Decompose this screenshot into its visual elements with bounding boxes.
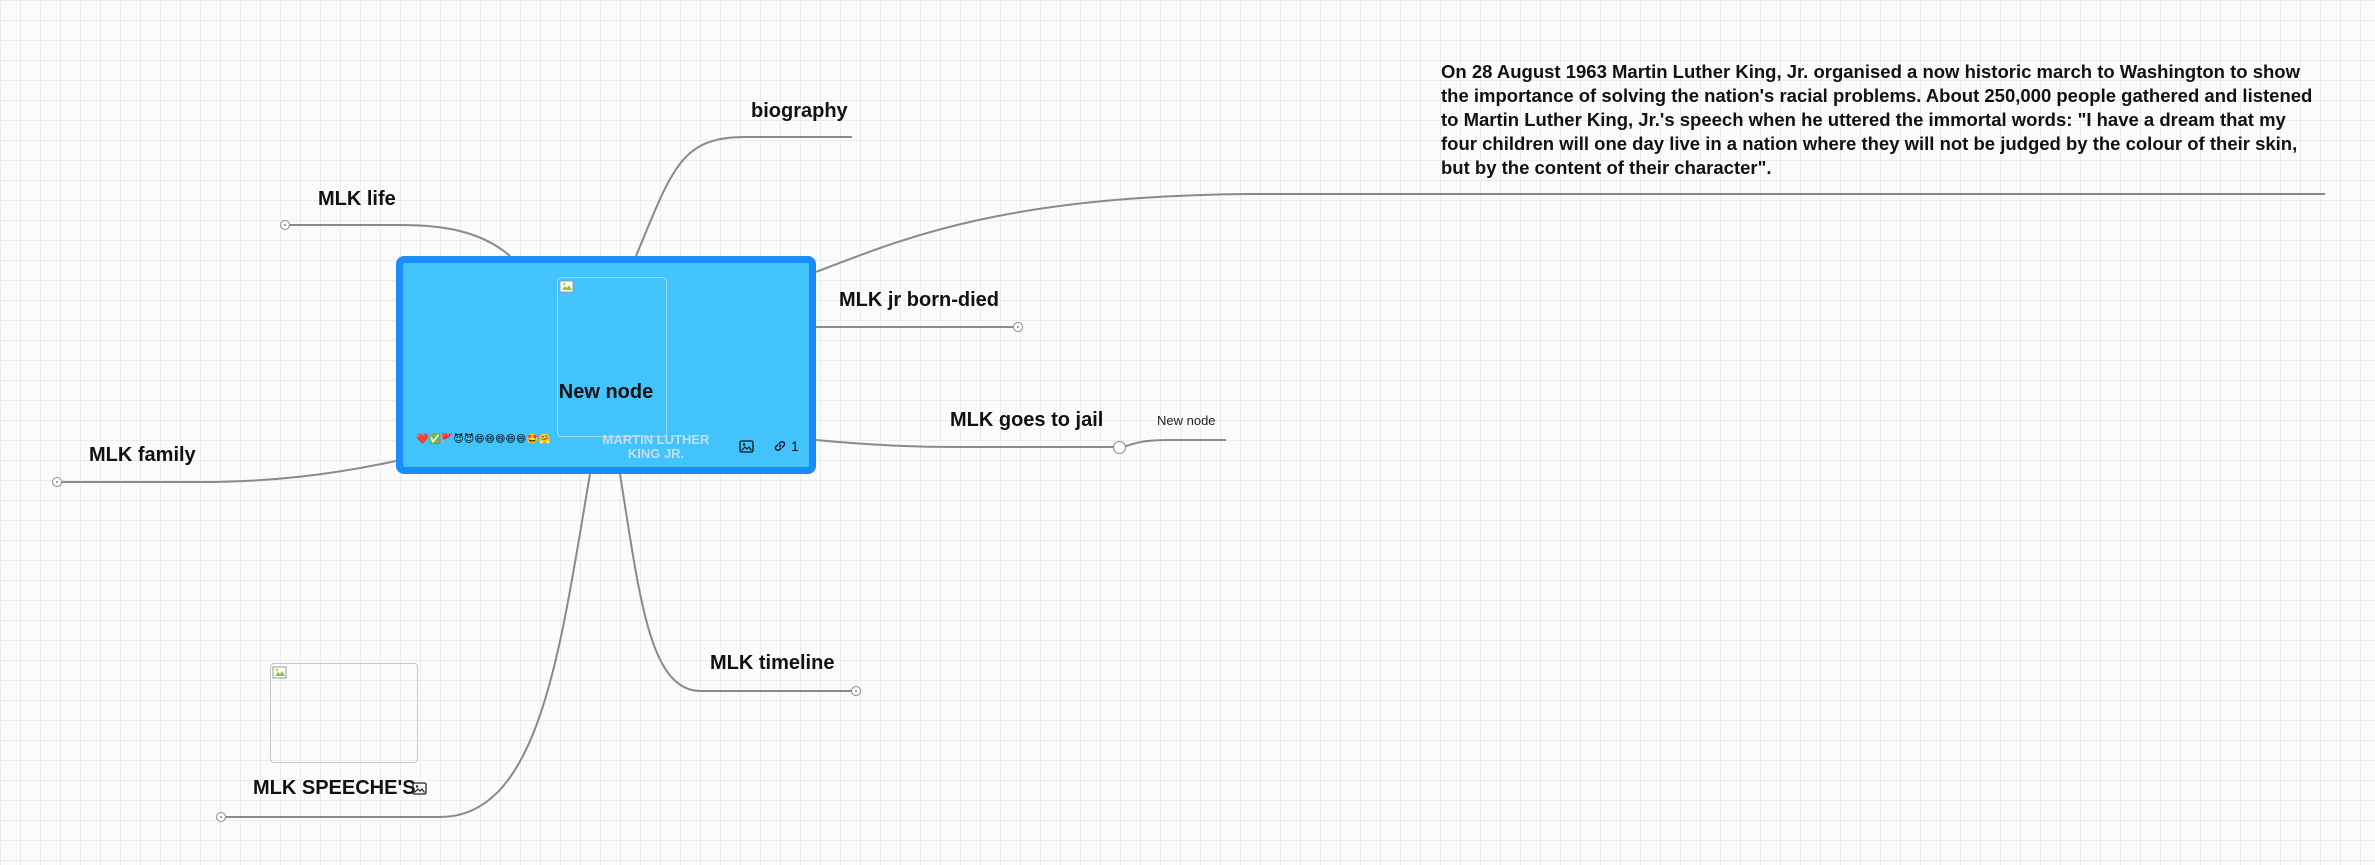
edge-mlk-family	[62, 460, 397, 483]
edge-speeches	[226, 473, 591, 818]
node-biography[interactable]: biography	[751, 100, 848, 122]
central-node-title: New node	[558, 381, 654, 403]
node-mlk-family[interactable]: MLK family	[89, 444, 196, 466]
central-node-emoji-stickers[interactable]: ❤️✅🚩😈😈😄😄😄😄😄🤩🤗	[416, 434, 552, 445]
node-mlk-goes-to-jail[interactable]: MLK goes to jail	[950, 409, 1104, 431]
edge-biography	[635, 136, 852, 257]
edge-timeline	[619, 473, 852, 692]
image-icon[interactable]	[412, 782, 427, 795]
edge-dream	[815, 193, 2325, 273]
central-node-image[interactable]	[557, 277, 667, 437]
node-mlk-born-died[interactable]: MLK jr born-died	[839, 289, 999, 311]
edge-jail	[815, 439, 1116, 448]
image-icon[interactable]	[739, 440, 754, 453]
node-dream-speech-text[interactable]: On 28 August 1963 Martin Luther King, Jr…	[1441, 61, 2313, 178]
node-mlk-timeline[interactable]: MLK timeline	[710, 652, 835, 674]
born-died-collapse-toggle[interactable]	[1013, 322, 1023, 332]
broken-image-icon	[272, 666, 287, 679]
broken-image-icon	[559, 280, 574, 293]
edge-mlk-life	[290, 224, 511, 257]
timeline-collapse-toggle[interactable]	[851, 686, 861, 696]
central-node-links-button[interactable]: 1	[773, 438, 799, 454]
central-node[interactable]: New node ❤️✅🚩😈😈😄😄😄😄😄🤩🤗 MARTIN LUTHER KIN…	[396, 256, 816, 474]
speeches-image[interactable]	[270, 663, 418, 763]
mlk-life-collapse-toggle[interactable]	[280, 220, 290, 230]
node-mlk-life[interactable]: MLK life	[318, 188, 396, 210]
node-jail-new-node[interactable]: New node	[1157, 413, 1216, 428]
speeches-collapse-toggle[interactable]	[216, 812, 226, 822]
central-node-link-count: 1	[791, 438, 799, 454]
edge-jail-child	[1122, 439, 1226, 448]
mlk-family-collapse-toggle[interactable]	[52, 477, 62, 487]
node-mlk-speeches[interactable]: MLK SPEECHE'S	[253, 777, 416, 799]
central-node-caption: MARTIN LUTHER KING JR.	[602, 432, 710, 461]
link-icon	[774, 441, 786, 451]
jail-collapse-toggle[interactable]	[1113, 441, 1126, 454]
